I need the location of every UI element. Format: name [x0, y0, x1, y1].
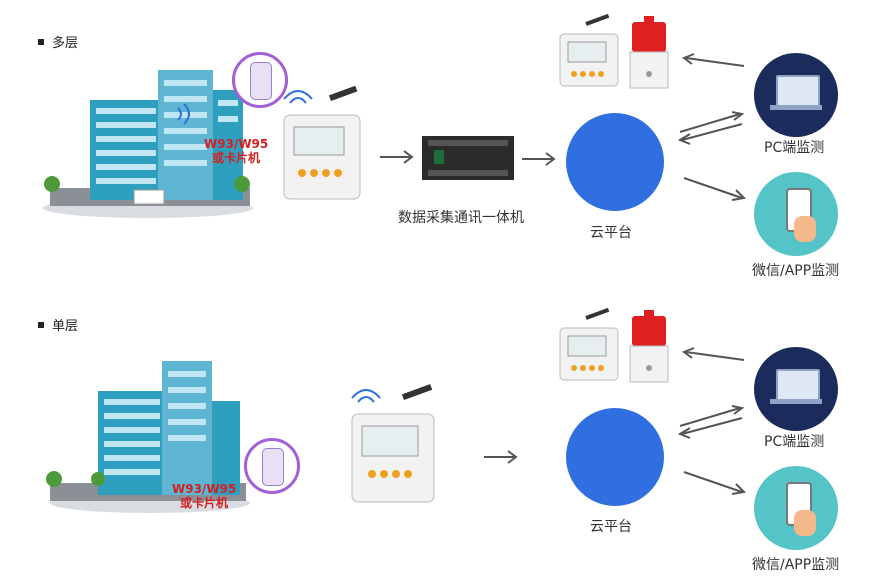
- alarm-siren-icon: [629, 16, 669, 89]
- arrows-cloud-pc-bidirectional: [677, 111, 745, 145]
- arrow-logger-to-collector: [380, 150, 414, 164]
- section-label-text: 单层: [52, 319, 79, 334]
- sensor-device-bubble: [244, 438, 300, 494]
- laptop-icon: [776, 75, 820, 107]
- sensor-model-line1: W93/W95: [204, 137, 269, 151]
- bullet-square: [38, 321, 44, 328]
- arrow-cloud-to-mobile: [683, 177, 747, 201]
- multi-story-building-illustration: [43, 70, 253, 218]
- section-label-single-layer: 单层: [38, 315, 78, 334]
- sensor-model-line2: 或卡片机: [179, 496, 228, 510]
- mobile-monitoring-icon: [754, 466, 838, 550]
- arrow-pc-to-alarm: [681, 347, 745, 361]
- cloud-platform-icon: [566, 113, 664, 211]
- arrows-cloud-pc-bidirectional: [677, 405, 745, 439]
- alarm-siren-icon: [629, 310, 669, 383]
- section-label-text: 多层: [52, 36, 79, 51]
- sensor-model-label: W93/W95 或卡片机: [172, 482, 236, 510]
- sensor-model-label: W93/W95 或卡片机: [204, 137, 268, 165]
- sensor-model-line1: W93/W95: [172, 482, 237, 496]
- collector-label: 数据采集通讯一体机: [398, 210, 524, 226]
- mobile-monitoring-label: 微信/APP监测: [752, 263, 840, 279]
- arrow-collector-to-cloud: [522, 152, 556, 166]
- cloud-platform-icon: [566, 408, 664, 506]
- pc-monitoring-label: PC端监测: [764, 140, 825, 156]
- laptop-icon: [776, 369, 820, 401]
- arrow-cloud-to-mobile: [683, 471, 747, 495]
- mobile-monitoring-icon: [754, 172, 838, 256]
- data-logger-small-icon: [559, 13, 619, 87]
- sensor-device-icon: [250, 62, 272, 100]
- pc-monitoring-label: PC端监测: [764, 434, 825, 450]
- sensor-device-bubble: [232, 52, 288, 108]
- laptop-base: [770, 399, 822, 404]
- bullet-square: [38, 38, 44, 45]
- section-label-multilayer: 多层: [38, 32, 78, 51]
- pc-monitoring-icon: [754, 347, 838, 431]
- arrow-pc-to-alarm: [681, 53, 745, 67]
- data-logger-small-icon: [559, 307, 619, 381]
- arrow-logger-to-cloud: [484, 450, 518, 464]
- hand-icon: [794, 510, 816, 536]
- temperature-data-logger-device: [351, 384, 435, 503]
- temperature-data-logger-device: [283, 85, 361, 200]
- laptop-base: [770, 105, 822, 110]
- sensor-device-icon: [262, 448, 284, 486]
- hand-icon: [794, 216, 816, 242]
- pc-monitoring-icon: [754, 53, 838, 137]
- cloud-platform-label: 云平台: [590, 225, 632, 241]
- mobile-monitoring-label: 微信/APP监测: [752, 557, 840, 573]
- sensor-model-line2: 或卡片机: [211, 151, 260, 165]
- cloud-platform-label: 云平台: [590, 519, 632, 535]
- single-story-building-illustration: [46, 361, 250, 513]
- data-collection-communication-unit: [422, 136, 514, 180]
